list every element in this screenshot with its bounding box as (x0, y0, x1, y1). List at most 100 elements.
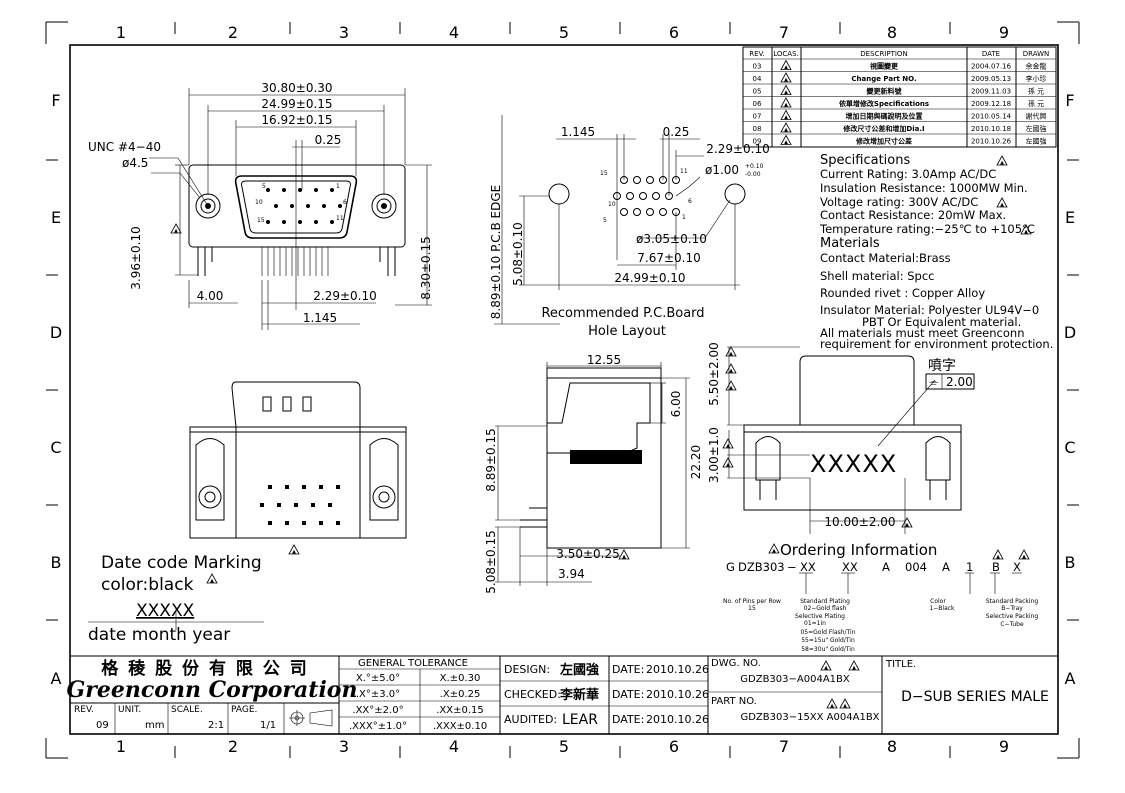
front-dim-total-height: 8.30±0.15 (419, 236, 433, 300)
title-block: 格 稜 股 份 有 限 公 司 Greenconn Corporation RE… (67, 655, 1058, 734)
side-view: 12.55 6.00 22.20 8.89±0.15 5.08±0.15 3.5… (484, 353, 703, 594)
order-note-pack-3: Selective Packing (986, 613, 1039, 620)
bottom-view (189, 381, 407, 539)
rev-header-desc: DESCRIPTION (860, 50, 907, 58)
marking-xs: XXXXX (810, 450, 897, 478)
front-pin-1: 1 (336, 183, 340, 190)
order-note-plating-1: Standard Plating (800, 598, 850, 605)
pcb-caption-line1: Recommended P.C.Board (541, 306, 704, 321)
rev-cell-rev: 08 (753, 125, 762, 133)
front-pin-5: 5 (262, 183, 266, 190)
front-dim-shell: 16.92±0.15 (261, 113, 332, 127)
order-note-color-1: Color (930, 598, 946, 605)
rev-cell-drawn: 謝代興 (1026, 112, 1047, 121)
order-note-plating-6: 55=15u" Gold/Tin (801, 637, 855, 644)
marking-dim-side: 3.00±1.0 (707, 427, 721, 483)
zone-9-bottom: 9 (999, 737, 1009, 756)
page-label: PAGE. (231, 705, 257, 715)
front-view: 5 1 10 6 15 11 UNC #4−40 ø4 (88, 81, 433, 330)
material-line-4: Insulator Material: Polyester UL94V−0 (820, 303, 1039, 317)
date-code-line1: Date code Marking (101, 553, 262, 573)
rev-cell-drawn: 左國強 (1026, 137, 1047, 146)
rev-marker-icon (288, 544, 300, 556)
date-code-line3: date month year (88, 625, 230, 645)
material-line-7: requirement for environment protection. (820, 337, 1053, 351)
rev-cell-date: 2010.10.18 (971, 125, 1011, 133)
front-hole-label: ø4.5 (122, 156, 148, 170)
drawing-title: D−SUB SERIES MALE (901, 689, 1049, 705)
zone-f-right: F (1065, 91, 1074, 110)
pcb-pin-11: 11 (680, 168, 688, 175)
order-code-004: 004 (905, 560, 927, 574)
zone-5-top: 5 (559, 23, 569, 42)
tol-ang-3: .XXX°±1.0° (349, 721, 407, 732)
rev-locas-icon (780, 60, 792, 71)
rev-value: 09 (96, 720, 109, 731)
rev-locas-icon (780, 72, 792, 84)
rev-locas-icon (780, 110, 792, 121)
pcb-dim-row-span: 7.67±0.10 (637, 251, 701, 265)
material-line-3: Rounded rivet : Copper Alloy (820, 286, 985, 300)
rev-marker-icon (996, 197, 1008, 209)
tol-lin-3: .XXX±0.10 (433, 721, 487, 732)
date-code-xs: XXXXX (136, 601, 195, 621)
order-code-g: G (726, 560, 735, 574)
rev-cell-drawn: 孫 元 (1028, 99, 1044, 108)
rev-locas-icon (780, 85, 792, 96)
marking-label: 噴字 (928, 358, 956, 374)
zone-2-bottom: 2 (228, 737, 238, 756)
specs-title: Specifications (820, 153, 910, 168)
pcb-pin-15: 15 (600, 170, 608, 177)
pcb-dim-hole-plus: +0.10 (745, 163, 764, 170)
zone-7-bottom: 7 (779, 737, 789, 756)
unit-label: UNIT. (118, 705, 141, 715)
rev-cell-desc: 修改增加尺寸公差 (855, 137, 912, 146)
materials-title: Materials (820, 236, 880, 251)
date-label-2: DATE: (612, 688, 644, 701)
rev-marker-icon (725, 363, 737, 375)
pcb-dim-mount-span: 24.99±0.10 (614, 271, 685, 285)
order-code-color: 1 (966, 560, 973, 574)
zone-e-right: E (1065, 208, 1075, 227)
checked-value: 李新華 (559, 687, 599, 703)
material-line-6: All materials must meet Greenconn (820, 326, 1024, 340)
order-code-x: X (1013, 560, 1021, 574)
rev-marker-icon (725, 346, 737, 358)
tol-lin-1: .X±0.25 (440, 689, 481, 700)
zone-1-top: 1 (116, 23, 126, 42)
zone-6-top: 6 (669, 23, 679, 42)
spec-line-5: Temperature rating:−25℃ to +105℃ (819, 222, 1035, 236)
front-dim-leg: 4.00 (197, 289, 224, 303)
zone-9-top: 9 (999, 23, 1009, 42)
ordering-info: Ordering Information G DZB303 − XX XX A … (723, 541, 1038, 653)
front-dim-mounting: 24.99±0.15 (261, 97, 332, 111)
zone-b-right: B (1065, 553, 1076, 572)
order-code-pins: XX (800, 560, 816, 574)
side-dim-edge: 8.89±0.15 (484, 428, 498, 492)
rev-marker-icon (996, 155, 1008, 167)
rev-cell-desc: 變更新料號 (867, 87, 902, 96)
rev-marker-icon (722, 457, 734, 469)
date-code-line2: color:black (101, 575, 194, 595)
material-line-5: PBT Or Equivalent material. (862, 315, 1021, 329)
rev-marker-icon (848, 660, 860, 672)
zone-d-right: D (1064, 323, 1076, 342)
pcb-layout: 1.145 0.25 2.29±0.10 ø1.00 +0.10 -0.00 ø… (489, 115, 770, 339)
rev-cell-drawn: 余金龍 (1026, 62, 1047, 71)
tolerance-title: GENERAL TOLERANCE (358, 658, 468, 669)
pcb-dim-edge-short: 5.08±0.10 (511, 222, 525, 286)
rev-cell-desc: 修改尺寸公差和增加Dia.I (842, 124, 924, 133)
dwg-value: GDZB303−A004A1BX (740, 674, 850, 685)
checked-label: CHECKED: (504, 688, 561, 701)
order-note-pins-2: 15 (748, 605, 756, 612)
part-label: PART NO. (711, 696, 757, 707)
spec-line-2: Insulation Resistance: 1000MW Min. (820, 181, 1028, 195)
rev-cell-drawn: 孫 元 (1028, 87, 1044, 96)
order-note-plating-3: Selective Plating (795, 613, 845, 620)
pcb-dim-edge: 8.89±0.10 P.C.B EDGE (489, 185, 503, 319)
side-dim-height: 22.20 (689, 445, 703, 479)
rev-marker-icon (206, 573, 218, 585)
front-pin-10: 10 (255, 199, 263, 206)
unit-value: mm (145, 720, 164, 731)
